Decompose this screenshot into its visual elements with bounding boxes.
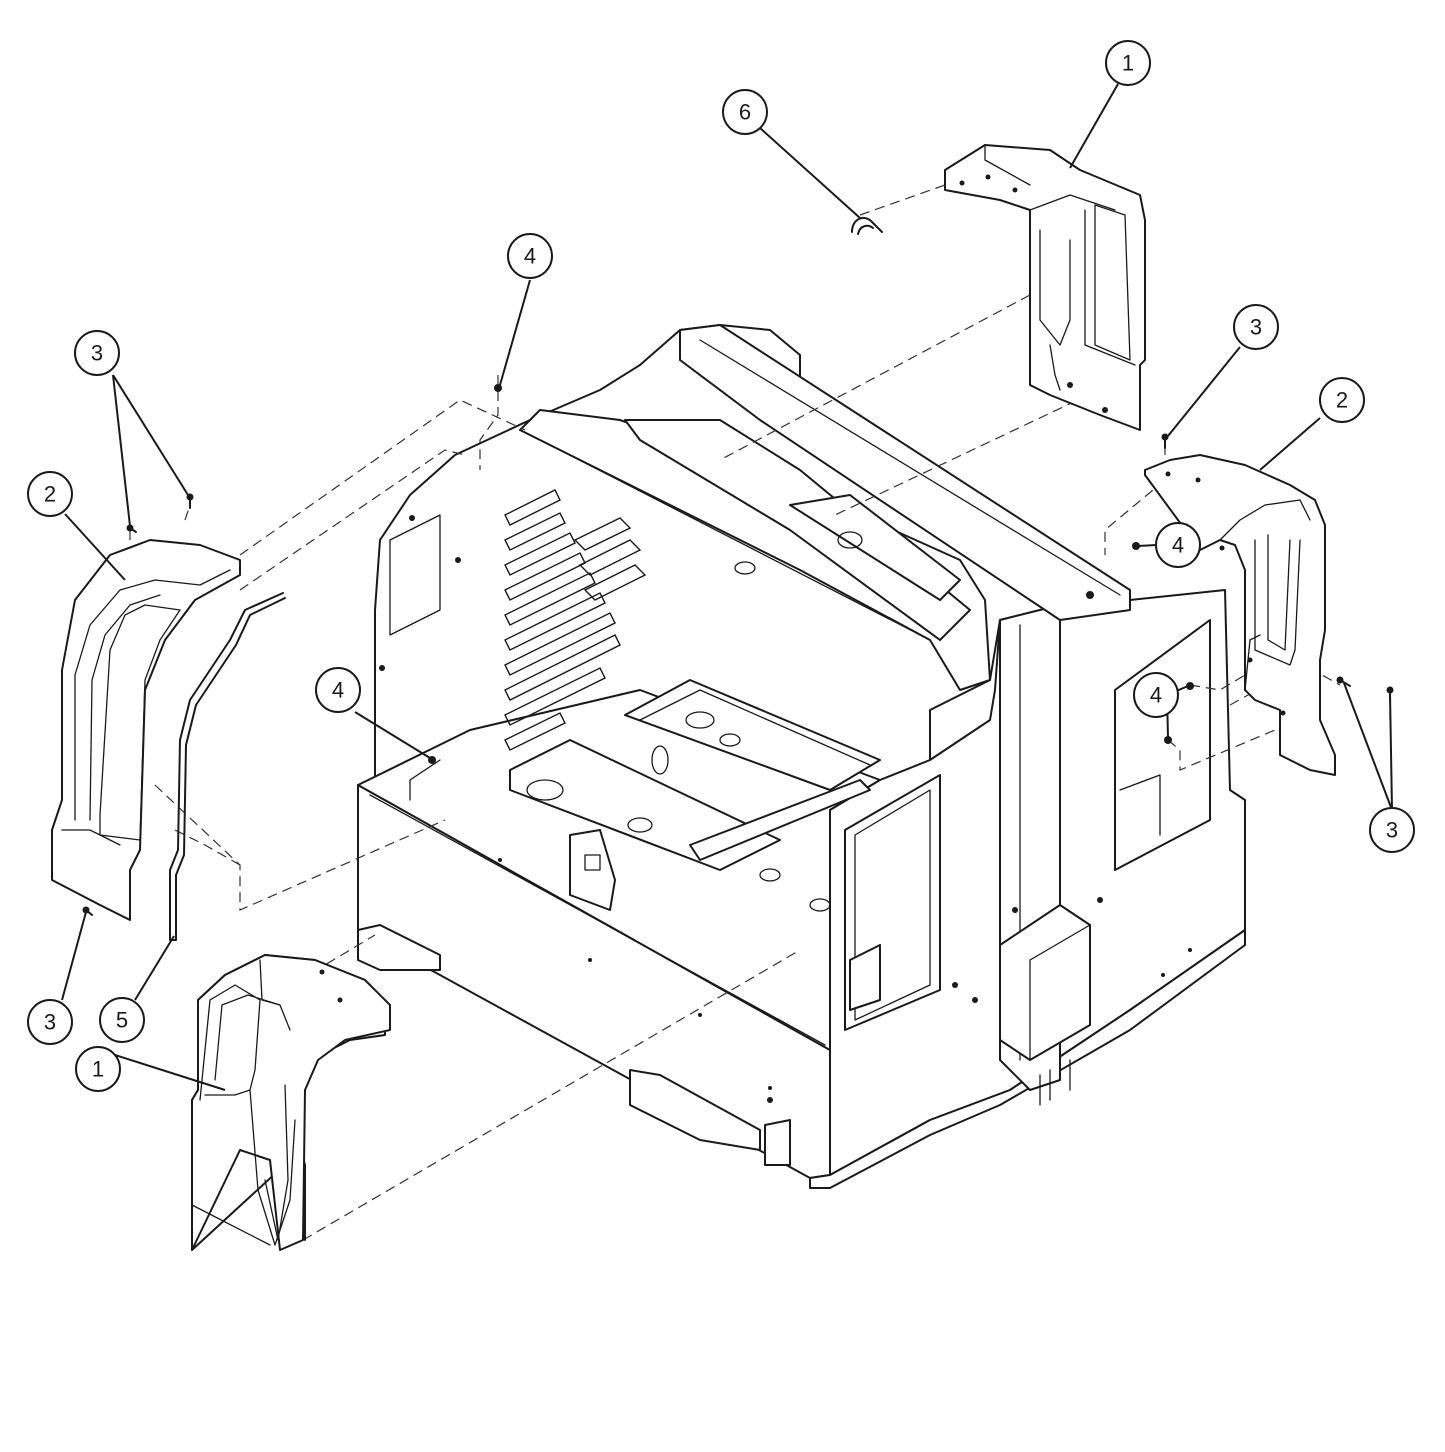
leader-lines (61, 83, 1393, 1091)
frame-holes (379, 515, 1192, 1103)
callout-4-left-mid: 4 (315, 667, 361, 713)
callout-2-left: 2 (27, 471, 73, 517)
callout-label: 4 (1172, 533, 1184, 558)
part-6-clip (851, 216, 883, 235)
vent-louvers (504, 489, 647, 751)
callout-label: 4 (524, 244, 536, 269)
callout-3-left-top: 3 (74, 330, 120, 376)
callout-label: 2 (1336, 388, 1348, 413)
callout-5: 5 (99, 997, 145, 1043)
callout-4-right-lower: 4 (1133, 672, 1179, 718)
callout-label: 1 (1122, 51, 1134, 76)
callout-1-top: 1 (1105, 40, 1151, 86)
callout-3-right-top: 3 (1233, 304, 1279, 350)
part-5-seal-strip (169, 592, 286, 941)
callout-label: 3 (1250, 315, 1262, 340)
callout-2-right: 2 (1319, 377, 1365, 423)
callout-4-right-upper: 4 (1155, 522, 1201, 568)
part-1-bottom-shroud (191, 954, 391, 1251)
callout-label: 5 (116, 1008, 128, 1033)
callout-3-right-bottom: 3 (1369, 807, 1415, 853)
callout-label: 3 (91, 341, 103, 366)
callout-label: 3 (1386, 818, 1398, 843)
callout-label: 6 (739, 100, 751, 125)
part-1-top-shroud (944, 144, 1146, 431)
callout-label: 2 (44, 482, 56, 507)
callout-label: 4 (1150, 683, 1162, 708)
callout-4-top: 4 (507, 233, 553, 279)
callout-3-left-bottom: 3 (27, 999, 73, 1045)
callout-1-bottom: 1 (75, 1046, 121, 1092)
main-frame (357, 324, 1246, 1189)
part-2-left-shroud (51, 539, 241, 921)
callout-6: 6 (722, 89, 768, 135)
fasteners (82, 384, 1394, 916)
callout-label: 4 (332, 678, 344, 703)
callout-label: 1 (92, 1057, 104, 1082)
callout-label: 3 (44, 1010, 56, 1035)
